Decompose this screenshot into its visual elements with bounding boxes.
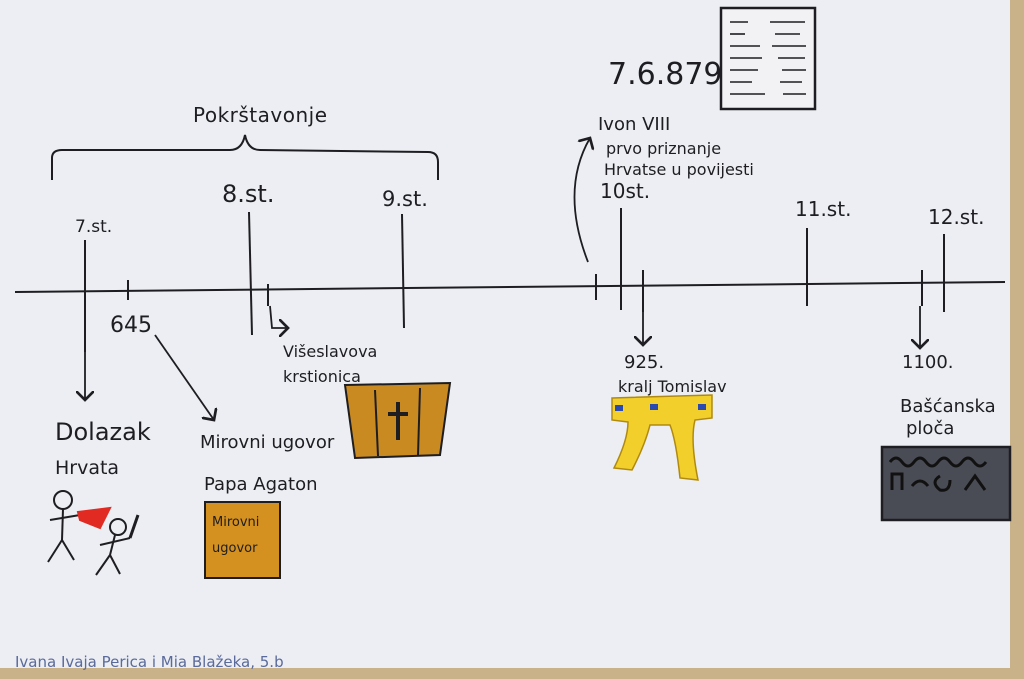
king-tomislav-label: kralj Tomislav	[618, 377, 727, 396]
baptismal-font-label-1: Višeslavova	[283, 342, 377, 361]
pope-ivan-label: Ivon VIII	[598, 114, 670, 135]
brace	[51, 134, 439, 180]
arrival-label-1: Dolazak	[55, 418, 151, 446]
event-879-date: 7.6.879	[608, 57, 723, 92]
baptismal-font-drawing	[343, 381, 452, 460]
pope-agaton-label: Papa Agaton	[204, 474, 318, 495]
event-arrows	[85, 138, 920, 420]
baska-tablet-drawing	[880, 445, 1012, 522]
century-label-9: 9.st.	[382, 187, 428, 211]
century-label-10: 10st.	[600, 179, 650, 203]
baska-tablet-label-1: Bašćanska	[900, 396, 996, 417]
stick-figures-drawing	[47, 490, 140, 576]
century-label-11: 11.st.	[795, 197, 851, 221]
event-925-year: 925.	[624, 352, 664, 373]
century-label-7: 7.st.	[75, 217, 112, 237]
svg-text:Mirovni: Mirovni	[212, 515, 259, 530]
croatia-history-label: Hrvatse u povijesti	[604, 160, 754, 179]
svg-text:ugovor: ugovor	[212, 541, 258, 556]
peace-treaty-label: Mirovni ugovor	[200, 432, 335, 453]
arrival-label-2: Hrvata	[55, 457, 119, 479]
timeline-axis	[14, 281, 1006, 293]
century-label-8: 8.st.	[222, 180, 274, 208]
christianization-label: Pokrštavonje	[193, 103, 328, 127]
century-label-12: 12.st.	[928, 205, 984, 229]
treaty-document-drawing: Mirovni ugovor	[204, 501, 281, 579]
authors-signature: Ivana Ivaja Perica i Mia Blažeka, 5.b	[15, 653, 284, 671]
event-1100-year: 1100.	[902, 352, 954, 373]
document-drawing	[719, 6, 817, 111]
baptismal-font-label-2: krstionica	[283, 367, 361, 386]
timeline-ticks	[84, 208, 945, 352]
paper-sheet	[0, 0, 1010, 668]
first-recognition-label: prvo priznanje	[606, 139, 721, 158]
baska-tablet-label-2: ploča	[906, 418, 954, 439]
event-645-year: 645	[110, 313, 152, 338]
crown-drawing	[611, 394, 713, 481]
